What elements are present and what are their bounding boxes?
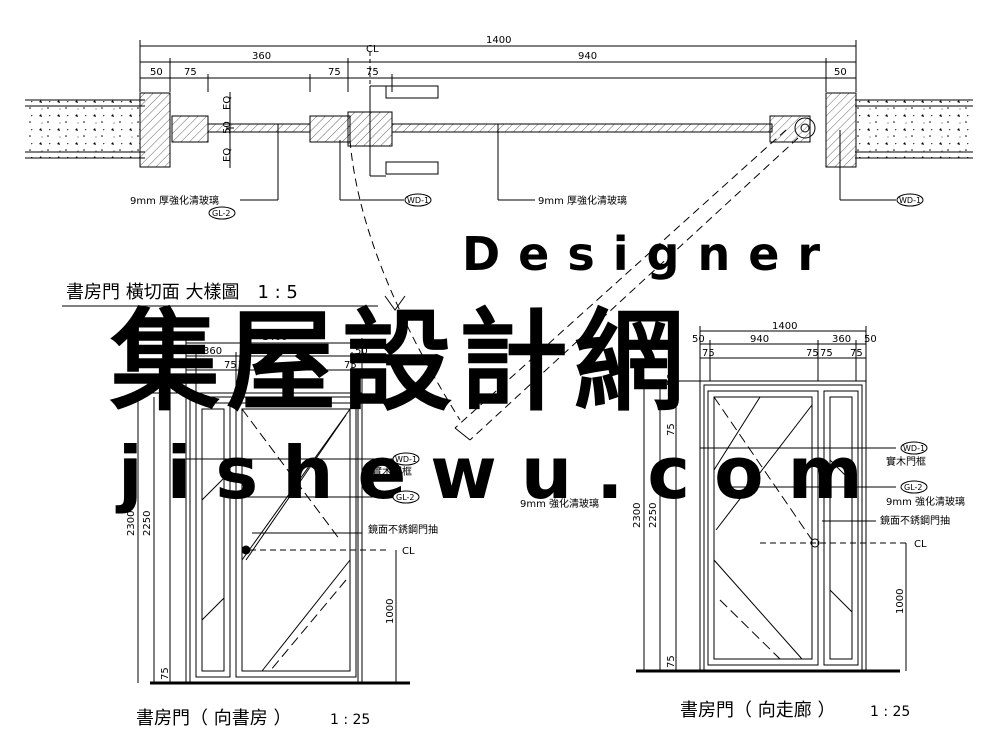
elev-right-dim-total: 1400	[772, 321, 797, 332]
elev-right-tag-wd1: WD-1	[900, 441, 928, 455]
wall-left	[25, 100, 145, 158]
plan-dim-eq-bottom: EQ	[222, 148, 233, 162]
elev-left-dim-50: 50	[160, 381, 171, 394]
elev-right-dim-2300: 2300	[632, 503, 643, 528]
elev-left-dim-2300: 2300	[126, 511, 137, 536]
elev-right-dim-50: 50	[666, 373, 677, 386]
door-swing-arc	[349, 139, 461, 421]
plan-labels: 1400 CL 360 940 50 75 75 75 50 EQ 50 EQ …	[62, 35, 924, 307]
plan-tag-wd1-mid: WD-1	[404, 193, 432, 207]
wall-right	[855, 100, 973, 158]
elev-left-dim-75-bot: 75	[160, 667, 171, 680]
watermark-word: Designer	[462, 227, 838, 281]
elev-left-label-frame: 實木門框	[372, 465, 412, 478]
elev-left-dim-75b: 75	[224, 360, 237, 371]
elev-right-dim-50b: 50	[864, 334, 877, 345]
elev-right-label-frame: 實木門框	[886, 455, 926, 468]
elev-right-dim-940: 940	[750, 334, 769, 345]
elev-left-dim-total: 1400	[262, 332, 287, 343]
center-note-glass: 9mm 強化清玻璃	[520, 497, 599, 510]
elev-left-title: 書房門（ 向書房 ）	[136, 708, 291, 729]
elevation-left-labels: 1400 50 360 940 50 75 75 75 75 2300 2250…	[126, 332, 438, 729]
svg-text:WD-1: WD-1	[395, 455, 417, 464]
elev-left-dim-360: 360	[203, 346, 222, 357]
elev-left-dim-75-top: 75	[160, 397, 171, 410]
elev-left-dim-cl: CL	[402, 546, 415, 557]
elev-right-label-handle: 鏡面不銹鋼門抽	[880, 514, 950, 527]
plan-tag-gl2: GL-2	[208, 206, 236, 220]
elev-left-label-handle: 鏡面不銹鋼門抽	[368, 523, 438, 536]
plan-dim-total: 1400	[486, 35, 511, 46]
plan-section	[25, 40, 973, 441]
plan-note-glass-right: 9mm 厚強化清玻璃	[538, 194, 627, 207]
elev-right-tag-gl2: GL-2	[900, 480, 928, 494]
elev-left-dim-75c: 75	[238, 360, 251, 371]
plan-dim-75-b: 75	[328, 67, 341, 78]
svg-text:WD-1: WD-1	[899, 196, 921, 205]
plan-title: 書房門 橫切面 大樣圖 1 : 5	[66, 282, 298, 303]
elev-left-dim-50a: 50	[181, 346, 194, 357]
elev-left-scale: 1 : 25	[330, 712, 370, 728]
elev-left-dim-940: 940	[286, 346, 305, 357]
elev-right-dim-360: 360	[832, 334, 851, 345]
fixed-pane-frame	[171, 115, 209, 143]
elev-left-tag-gl2: GL-2	[392, 490, 420, 504]
elev-right-scale: 1 : 25	[870, 704, 910, 720]
elevation-left	[132, 338, 410, 685]
door-stile-right	[769, 115, 811, 143]
plan-dim-940: 940	[578, 51, 597, 62]
glass-door	[391, 123, 773, 133]
elev-left-tag-wd1: WD-1	[392, 452, 420, 466]
plan-dim-50-mid: 50	[222, 121, 233, 134]
elev-right-dim-75a: 75	[702, 348, 715, 359]
elev-right-dim-75b: 75	[806, 348, 819, 359]
svg-text:WD-1: WD-1	[407, 196, 429, 205]
plan-dim-50-right: 50	[834, 67, 847, 78]
elev-right-title: 書房門（ 向走廊 ）	[680, 700, 835, 721]
plan-tag-wd1-right: WD-1	[896, 193, 924, 207]
door-open-line-2	[454, 129, 787, 429]
plan-dim-eq-top: EQ	[222, 96, 233, 110]
elev-left-dim-75d: 75	[344, 360, 357, 371]
svg-text:GL-2: GL-2	[904, 483, 923, 492]
elev-right-dim-1000: 1000	[895, 589, 906, 614]
plan-note-glass-left: 9mm 厚強化清玻璃	[130, 194, 219, 207]
elev-right-dim-75-bot: 75	[666, 655, 677, 668]
elevation-right-labels: 1400 50 940 360 50 75 75 75 75 2300 2250…	[632, 321, 965, 721]
plan-dim-cl: CL	[366, 44, 379, 55]
elev-left-dim-75a: 75	[192, 360, 205, 371]
svg-text:GL-2: GL-2	[212, 209, 231, 218]
elev-right-dim-50a: 50	[692, 334, 705, 345]
frame-left-jamb	[139, 92, 171, 168]
elev-right-dim-75-top: 75	[666, 423, 677, 436]
watermark-domain: jishewu.com	[115, 431, 887, 515]
elev-left-dim-2250: 2250	[142, 511, 153, 536]
elev-right-dim-cl: CL	[914, 539, 927, 550]
plan-dim-75-a: 75	[184, 67, 197, 78]
watermark-brand: 集屋設計網	[109, 298, 690, 426]
elev-right-dim-2250: 2250	[648, 503, 659, 528]
elev-left-dim-50b: 50	[355, 346, 368, 357]
plan-dim-360: 360	[252, 51, 271, 62]
plan-dim-50-left: 50	[150, 67, 163, 78]
elev-right-dim-75c: 75	[820, 348, 833, 359]
glass-fixed	[207, 123, 311, 133]
door-open-line-1	[469, 137, 799, 441]
elev-right-label-glass: 9mm 強化清玻璃	[886, 495, 965, 508]
frame-right-jamb	[825, 92, 857, 168]
svg-text:WD-1: WD-1	[903, 444, 925, 453]
plan-dim-75-c: 75	[366, 67, 379, 78]
elev-left-dim-1000: 1000	[385, 599, 396, 624]
watermark: Designer 集屋設計網 jishewu.com	[109, 227, 887, 515]
mid-frame	[309, 115, 351, 143]
svg-text:GL-2: GL-2	[396, 493, 415, 502]
elevation-right	[636, 326, 910, 673]
elev-right-dim-75d: 75	[850, 348, 863, 359]
